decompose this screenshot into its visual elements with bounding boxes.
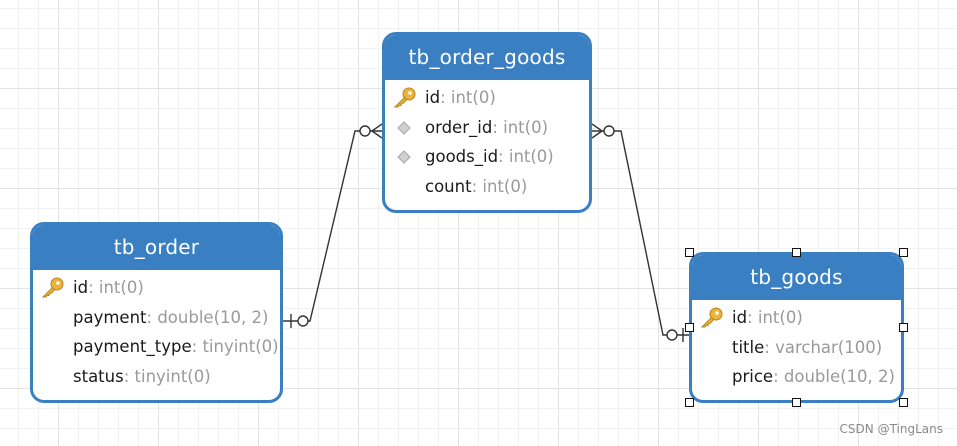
primary-key-icon: [41, 277, 64, 298]
entity-title: tb_order: [33, 225, 280, 270]
attribute-name: goods_id: [425, 147, 499, 166]
attribute-row-id[interactable]: id: int(0): [385, 83, 589, 113]
attribute-type: int(0): [508, 147, 554, 166]
attribute-row-payment-type[interactable]: payment_type: tinyint(0): [73, 337, 279, 356]
entity-title: tb_order_goods: [385, 35, 589, 80]
foreign-key-diamond-icon: [397, 150, 411, 164]
attribute-type: double(10, 2): [783, 367, 895, 386]
attribute-list: id: int(0) payment: double(10, 2) paymen…: [33, 270, 280, 391]
attribute-name: price: [732, 367, 774, 386]
attribute-row-id[interactable]: id: int(0): [692, 303, 901, 333]
watermark: CSDN @TingLans: [839, 422, 943, 436]
primary-key-icon: [393, 87, 416, 108]
attribute-name: title: [732, 337, 765, 357]
resize-handle-top-center[interactable]: [792, 248, 801, 257]
attribute-type: int(0): [98, 278, 144, 297]
entity-tb-order[interactable]: tb_order id: int(0) payment: double(10, …: [30, 222, 283, 403]
attribute-name: count: [425, 176, 472, 196]
resize-handle-bottom-left[interactable]: [685, 398, 694, 407]
attribute-name: id: [73, 278, 89, 297]
attribute-name: status: [73, 366, 124, 386]
attribute-name: order_id: [425, 117, 493, 137]
relationship-goods-to-order-goods[interactable]: [591, 123, 691, 342]
attribute-row-title[interactable]: title: varchar(100): [732, 337, 883, 357]
attribute-name: payment: [73, 307, 147, 327]
attribute-list: id: int(0) title: varchar(100) price: do…: [692, 300, 901, 392]
attribute-type: int(0): [482, 176, 528, 196]
foreign-key-diamond-icon: [397, 120, 411, 135]
attribute-row-order-id[interactable]: order_id: int(0): [385, 113, 589, 143]
attribute-type: tinyint(0): [134, 366, 211, 386]
resize-handle-top-left[interactable]: [685, 248, 694, 257]
entity-title: tb_goods: [692, 255, 901, 300]
attribute-row-id[interactable]: id: int(0): [33, 273, 280, 303]
attribute-row-status[interactable]: status: tinyint(0): [73, 366, 211, 386]
attribute-row-goods-id[interactable]: goods_id: int(0): [385, 142, 589, 172]
entity-tb-order-goods[interactable]: tb_order_goods id: int(0) order_id: int(…: [382, 32, 592, 213]
attribute-type: int(0): [503, 117, 549, 137]
resize-handle-bottom-center[interactable]: [792, 398, 801, 407]
attribute-row-count[interactable]: count: int(0): [425, 176, 528, 196]
resize-handle-bottom-right[interactable]: [899, 398, 908, 407]
resize-handle-top-right[interactable]: [899, 248, 908, 257]
relationship-order-to-order-goods[interactable]: [282, 123, 383, 328]
primary-key-icon: [700, 307, 723, 328]
attribute-type: double(10, 2): [157, 307, 269, 327]
attribute-type: int(0): [757, 308, 803, 327]
attribute-list: id: int(0) order_id: int(0) goods_id: in…: [385, 80, 589, 201]
entity-tb-goods[interactable]: tb_goods id: int(0) title: varchar(100) …: [689, 252, 904, 403]
attribute-name: payment_type: [73, 337, 192, 356]
attribute-row-price[interactable]: price: double(10, 2): [732, 367, 895, 386]
attribute-row-payment[interactable]: payment: double(10, 2): [73, 307, 269, 327]
attribute-type: tinyint(0): [202, 337, 279, 356]
attribute-type: varchar(100): [775, 337, 883, 357]
attribute-type: int(0): [450, 88, 496, 107]
attribute-name: id: [425, 88, 441, 107]
resize-handle-middle-left[interactable]: [685, 323, 694, 332]
resize-handle-middle-right[interactable]: [899, 323, 908, 332]
attribute-name: id: [732, 308, 748, 327]
